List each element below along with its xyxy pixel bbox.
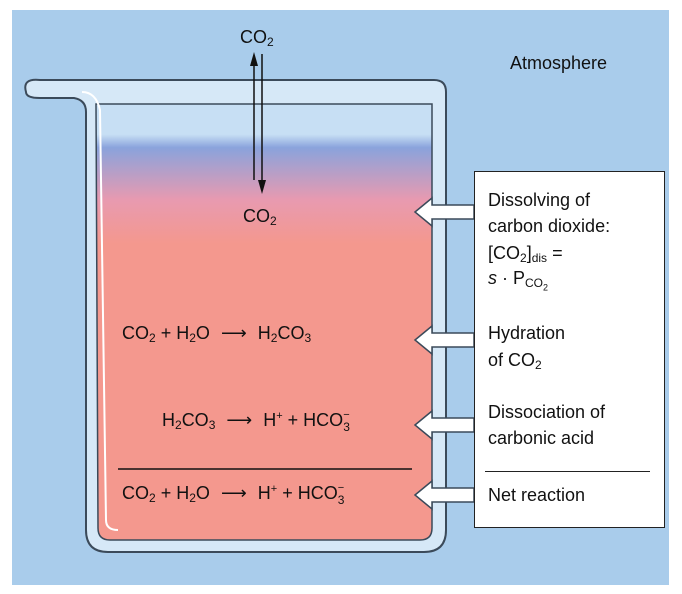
eq-term: + HCO (282, 483, 338, 503)
eq-term: CO (277, 323, 305, 343)
co2-gas-label: CO2 (240, 26, 274, 48)
eq-sup: + (276, 410, 283, 422)
eq-sub: 2 (175, 418, 182, 432)
step-dissolving-line1: Dissolving of (488, 190, 591, 210)
eq-sub: 3 (337, 493, 345, 507)
eq-term: H (263, 410, 277, 430)
step-dissociation-line1: Dissociation of (488, 402, 606, 422)
pressure-sub-sub: 2 (543, 282, 549, 293)
eq-term: H (162, 410, 175, 430)
solubility-symbol: s (488, 268, 497, 288)
step-net-reaction: Net reaction (488, 485, 586, 505)
step-hydration-line2: of CO2 (488, 349, 542, 372)
step-dissolving-line2: carbon dioxide: (488, 216, 611, 236)
eq-term: + H (160, 483, 190, 503)
eq-term: + H (160, 323, 190, 343)
net-reaction-equation: CO2 + H2O ⟶ H+ + HCO−3 (122, 482, 348, 507)
net-reaction-rule (485, 471, 650, 472)
step-dissociation-line2: carbonic acid (488, 428, 595, 448)
process-steps-panel: Dissolving of carbon dioxide: [CO2]dis =… (474, 171, 665, 528)
eq-stack: −3 (338, 482, 348, 507)
eq-term: H (257, 483, 271, 503)
arrow-down-head (258, 180, 266, 194)
eq-sub: 3 (304, 331, 312, 345)
eq-stack: −3 (343, 409, 353, 434)
eq-sub: 2 (149, 491, 156, 505)
arrow-up-head (250, 52, 258, 66)
eq-term: CO (122, 483, 149, 503)
co2-dissolved-base: CO (243, 206, 270, 226)
co2-gas-base: CO (240, 27, 267, 47)
eq-sup: + (270, 483, 278, 495)
eq-term: O (195, 323, 210, 343)
connector-arrows (413, 196, 475, 511)
eq-sub: 2 (189, 331, 196, 345)
dissociation-equation: H2CO3 ⟶ H+ + HCO−3 (162, 409, 353, 434)
conc-equals: = (547, 243, 563, 263)
eq-term: CO (122, 323, 149, 343)
eq-term: H (257, 323, 271, 343)
eq-term: O (195, 483, 210, 503)
conc-open: [CO (488, 243, 521, 263)
eq-term: + HCO (287, 410, 344, 430)
eq-sub: 3 (343, 420, 350, 434)
eq-sub: 2 (270, 331, 278, 345)
pressure-sub-base: CO (525, 276, 544, 290)
partial-pressure: · P (497, 268, 526, 288)
eq-term: CO (181, 410, 209, 430)
atmosphere-label: Atmosphere (510, 53, 608, 73)
co2-dissolved-sub: 2 (270, 214, 277, 228)
co2-gas-sub: 2 (267, 35, 274, 49)
eq-sup: − (337, 482, 345, 494)
reaction-arrow: ⟶ (220, 483, 247, 503)
pressure-sub: CO2 (525, 276, 549, 293)
hydration-line2-sub: 2 (535, 358, 542, 372)
conc-index: dis (531, 251, 548, 265)
reaction-arrow: ⟶ (220, 323, 247, 343)
solution (95, 103, 433, 541)
eq-sub: 3 (208, 418, 216, 432)
eq-sub: 2 (189, 491, 196, 505)
hydration-line2-text: of CO (488, 350, 536, 370)
hydration-equation: CO2 + H2O ⟶ H2CO3 (122, 322, 311, 344)
reaction-arrow: ⟶ (226, 410, 253, 430)
step-hydration-line1: Hydration (488, 323, 566, 343)
co2-dissolved-label: CO2 (243, 205, 277, 227)
eq-sup: − (343, 409, 350, 421)
step-dissolving-henry: s · PCO2 (488, 267, 549, 293)
eq-sub: 2 (149, 331, 156, 345)
conc-sub: 2 (520, 251, 527, 265)
conc-close: ] (526, 243, 532, 263)
step-dissolving-concentration: [CO2]dis = (488, 242, 563, 265)
glass-highlight (81, 91, 119, 531)
